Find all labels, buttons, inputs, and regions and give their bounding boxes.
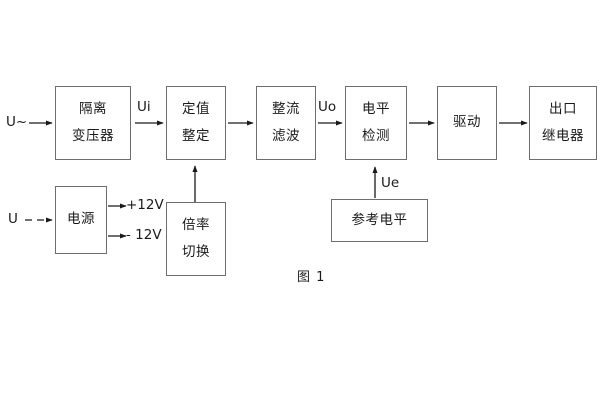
- block-setting-value: 定值 整定: [166, 86, 226, 160]
- block-power-supply-line1: 电源: [67, 211, 95, 228]
- block-output-relay-line1: 出口: [549, 101, 577, 117]
- label-ui: Ui: [137, 99, 151, 115]
- block-multiplier-switch-line2: 切换: [182, 243, 210, 260]
- block-drive-line1: 驱动: [453, 114, 481, 131]
- block-rectify-filter-line2: 滤波: [272, 127, 300, 144]
- block-output-relay-line2: 继电器: [542, 127, 584, 144]
- label-uo: Uo: [318, 99, 337, 115]
- block-drive: 驱动: [437, 86, 497, 160]
- figure-caption: 图 1: [297, 270, 326, 285]
- label-ue: Ue: [381, 175, 400, 191]
- label-input-ac: U~: [6, 114, 28, 130]
- block-reference-level: 参考电平: [331, 199, 428, 242]
- block-setting-value-line1: 定值: [182, 101, 210, 117]
- block-setting-value-line2: 整定: [182, 127, 210, 144]
- block-isolation-transformer-line2: 变压器: [72, 127, 114, 144]
- block-rectify-filter-line1: 整流: [272, 101, 300, 117]
- block-multiplier-switch: 倍率 切换: [166, 202, 226, 276]
- block-level-detect: 电平 检测: [345, 86, 407, 160]
- label-rail-positive: +12V: [126, 197, 164, 213]
- block-reference-level-line1: 参考电平: [351, 211, 408, 228]
- block-power-supply: 电源: [55, 186, 107, 254]
- label-rail-negative: - 12V: [126, 227, 162, 243]
- block-multiplier-switch-line1: 倍率: [182, 217, 210, 233]
- label-input-dc: U: [8, 211, 18, 227]
- block-isolation-transformer-line1: 隔离: [79, 101, 107, 117]
- block-output-relay: 出口 继电器: [529, 86, 597, 160]
- block-level-detect-line2: 检测: [362, 127, 390, 144]
- block-level-detect-line1: 电平: [362, 101, 390, 117]
- block-isolation-transformer: 隔离 变压器: [55, 86, 131, 160]
- block-rectify-filter: 整流 滤波: [256, 86, 316, 160]
